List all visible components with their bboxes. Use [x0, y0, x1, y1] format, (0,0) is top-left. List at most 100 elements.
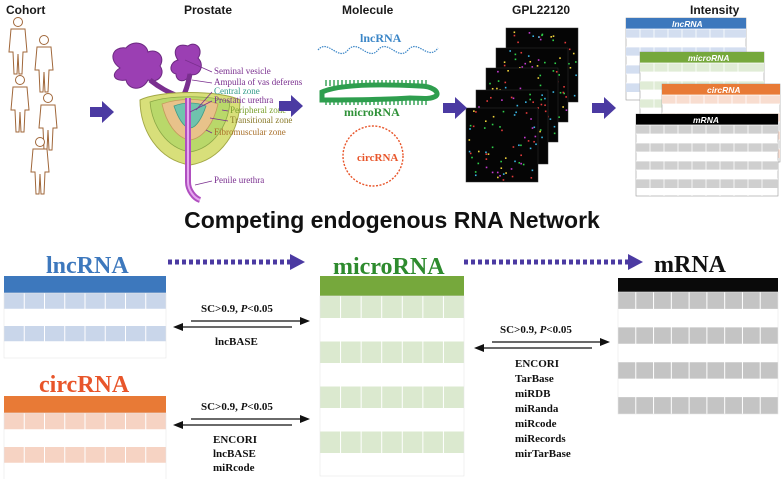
- table-row: [320, 341, 464, 364]
- table-row: [320, 363, 464, 386]
- table-microrna: microRNA: [319, 254, 465, 477]
- database-list-micro-m: ENCORI TarBase miRDB miRanda miRcode miRecord…: [515, 358, 571, 460]
- arrowhead-icon: [628, 254, 643, 270]
- table-title-microrna: microRNA: [333, 254, 445, 280]
- step-intensity: Intensity lncRNA microRNA circRNA mRNA: [625, 3, 781, 197]
- prostate-zone-label: Ampulla of vas deferens: [214, 77, 303, 87]
- block-arrow-icon: [279, 95, 303, 117]
- bidirectional-arrow-icon: [173, 415, 310, 429]
- database-list-lnc-micro: lncBASE: [215, 336, 258, 348]
- table-row: [320, 431, 464, 454]
- microarray-chip-icon: [465, 107, 539, 183]
- prostate-zone-label: Central zone: [214, 86, 260, 96]
- intensity-sheet-label: lncRNA: [672, 19, 703, 29]
- mrna-grid: [617, 278, 779, 415]
- edge-criteria-lnc-micro: SC>0.9, P<0.05: [201, 303, 273, 315]
- database-name: ENCORI: [515, 358, 559, 370]
- edge-criteria-circ-micro: SC>0.9, P<0.05: [201, 401, 273, 413]
- intensity-sheet-m: mRNA: [635, 113, 779, 197]
- table-row: [320, 408, 464, 431]
- workflow-arrows: [90, 95, 616, 123]
- microrna-hairpin-icon: [319, 80, 440, 105]
- edge-lnc-micro: SC>0.9, P<0.05 lncBASE: [173, 303, 310, 348]
- person-icon: [34, 35, 54, 93]
- step-label-molecule: Molecule: [342, 3, 394, 17]
- table-title-mrna: mRNA: [654, 252, 727, 278]
- step-label-intensity: Intensity: [690, 3, 740, 17]
- table-row: [618, 344, 778, 362]
- bidirectional-arrow-icon: [474, 338, 610, 352]
- edge-criteria-micro-m: SC>0.9, P<0.05: [500, 324, 572, 336]
- cohort-people-icon: [8, 17, 58, 195]
- intensity-sheet-label: circRNA: [707, 85, 741, 95]
- intensity-sheet-label: mRNA: [693, 115, 719, 125]
- database-list-circ-micro: ENCORI lncBASE miRcode: [213, 434, 257, 474]
- table-mrna: mRNA: [617, 252, 779, 415]
- database-name: miRcode: [515, 418, 557, 430]
- table-row: [320, 386, 464, 409]
- edge-circ-micro: SC>0.9, P<0.05 ENCORI lncBASE miRcode: [173, 401, 310, 474]
- step-cohort: Cohort: [6, 3, 58, 195]
- edge-micro-m: SC>0.9, P<0.05 ENCORI TarBase miRDB miRanda…: [474, 324, 610, 460]
- prostate-zone-label: Penile urethra: [214, 175, 264, 185]
- dashed-flow-arrows: [168, 254, 643, 270]
- molecule-illustration: lncRNA microRNA circRNA: [317, 31, 440, 187]
- table-row: [320, 296, 464, 319]
- step-label-cohort: Cohort: [6, 3, 45, 17]
- table-title-lncrna: lncRNA: [46, 253, 129, 279]
- step-prostate: Prostate: [112, 3, 303, 203]
- step-label-prostate: Prostate: [184, 3, 232, 17]
- intensity-sheets-illustration: lncRNA microRNA circRNA mRNA: [625, 17, 781, 197]
- lncrna-grid: [3, 276, 167, 359]
- table-circrna: circRNA: [3, 372, 167, 479]
- prostate-zone-label: Fibromuscular zone: [214, 127, 286, 137]
- person-icon: [10, 75, 30, 133]
- database-name: lncBASE: [215, 336, 258, 348]
- molecule-label-lncrna: lncRNA: [360, 31, 402, 45]
- database-name: miRecords: [515, 433, 566, 445]
- prostate-zone-label: Prostatic urethra: [214, 95, 273, 105]
- block-arrow-icon: [443, 97, 467, 119]
- step-platform: GPL22120: [465, 3, 579, 183]
- person-icon: [30, 137, 50, 195]
- table-row: [618, 361, 778, 380]
- molecule-label-circrna: circRNA: [357, 152, 398, 164]
- block-arrow-icon: [90, 101, 114, 123]
- table-row: [618, 309, 778, 327]
- network-title: Competing endogenous RNA Network: [184, 207, 600, 233]
- database-name: miRDB: [515, 388, 551, 400]
- block-arrow-icon: [592, 97, 616, 119]
- circrna-grid: [3, 396, 167, 479]
- database-name: miRcode: [213, 462, 255, 474]
- database-name: ENCORI: [213, 434, 257, 446]
- database-name: TarBase: [515, 373, 554, 385]
- prostate-zone-label: Seminal vesicle: [214, 66, 271, 76]
- intensity-sheet-label: microRNA: [688, 53, 730, 63]
- database-name: miRanda: [515, 403, 559, 415]
- database-name: mirTarBase: [515, 448, 571, 460]
- table-row: [618, 326, 778, 345]
- person-icon: [8, 17, 28, 75]
- table-row: [618, 292, 778, 310]
- step-label-platform: GPL22120: [512, 3, 570, 17]
- bidirectional-arrow-icon: [173, 317, 310, 331]
- circrna-ring-icon: [342, 125, 404, 187]
- table-row: [618, 396, 778, 414]
- table-title-circrna: circRNA: [39, 372, 130, 398]
- arrowhead-icon: [290, 254, 305, 270]
- table-lncrna: lncRNA: [3, 253, 167, 359]
- database-name: lncBASE: [213, 448, 256, 460]
- prostate-zone-label: Peripheral zone: [230, 105, 286, 115]
- table-row: [320, 453, 464, 476]
- lncrna-strand-icon: [317, 45, 439, 54]
- table-row: [320, 318, 464, 341]
- prostate-zone-label: Transitional zone: [230, 115, 292, 125]
- microarray-chips-illustration: [465, 27, 579, 183]
- molecule-label-microrna: microRNA: [344, 105, 400, 119]
- table-row: [618, 379, 778, 397]
- microrna-grid: [319, 276, 465, 477]
